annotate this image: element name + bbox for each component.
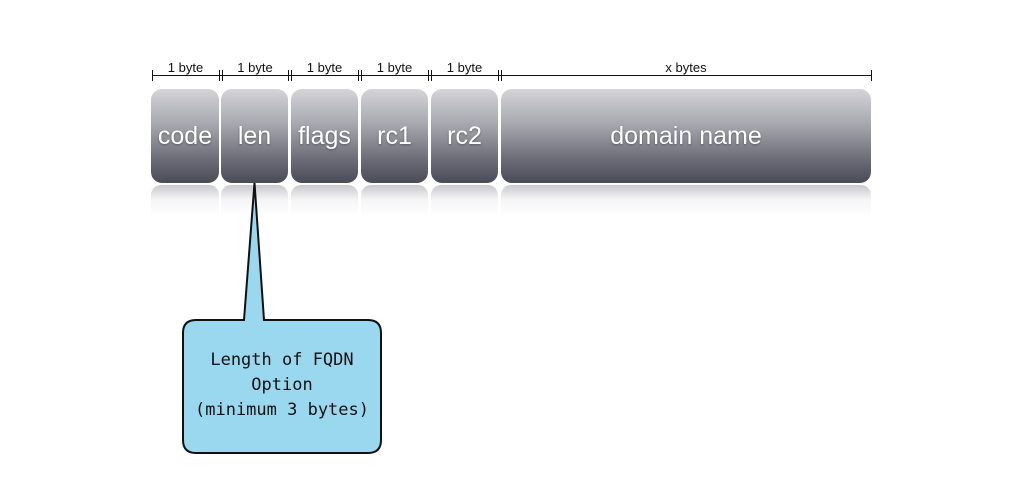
field-size-label-code: 1 byte [167, 60, 204, 75]
field-box-flags: flags [291, 89, 358, 183]
size-tick [219, 70, 220, 81]
field-reflection [431, 185, 498, 217]
size-tick [152, 70, 153, 81]
size-tick [501, 70, 502, 81]
field-reflection [361, 185, 428, 217]
size-tick [431, 70, 432, 81]
field-size-label-len: 1 byte [237, 60, 273, 75]
field-box-code: code [151, 89, 219, 183]
size-tick [871, 70, 872, 81]
size-tick [288, 70, 289, 81]
size-tick [358, 70, 359, 81]
field-reflection [151, 185, 219, 217]
field-size-label-flags: 1 byte [306, 60, 343, 75]
field-size-label-domain-name: x bytes [665, 60, 707, 75]
size-tick [291, 70, 292, 81]
field-reflection [501, 185, 871, 217]
field-box-len: len [221, 89, 288, 183]
size-dimension-line [152, 75, 871, 76]
field-box-rc1: rc1 [361, 89, 428, 183]
field-reflection [291, 185, 358, 217]
field-box-domain-name: domain name [501, 89, 871, 183]
callout-shape [182, 182, 382, 454]
field-size-label-rc1: 1 byte [376, 60, 413, 75]
size-tick [498, 70, 499, 81]
callout-text: Length of FQDN Option (minimum 3 bytes) [195, 350, 369, 420]
field-size-label-rc2: 1 byte [446, 60, 483, 75]
size-tick [222, 70, 223, 81]
size-tick [361, 70, 362, 81]
field-box-rc2: rc2 [431, 89, 498, 183]
size-tick [428, 70, 429, 81]
